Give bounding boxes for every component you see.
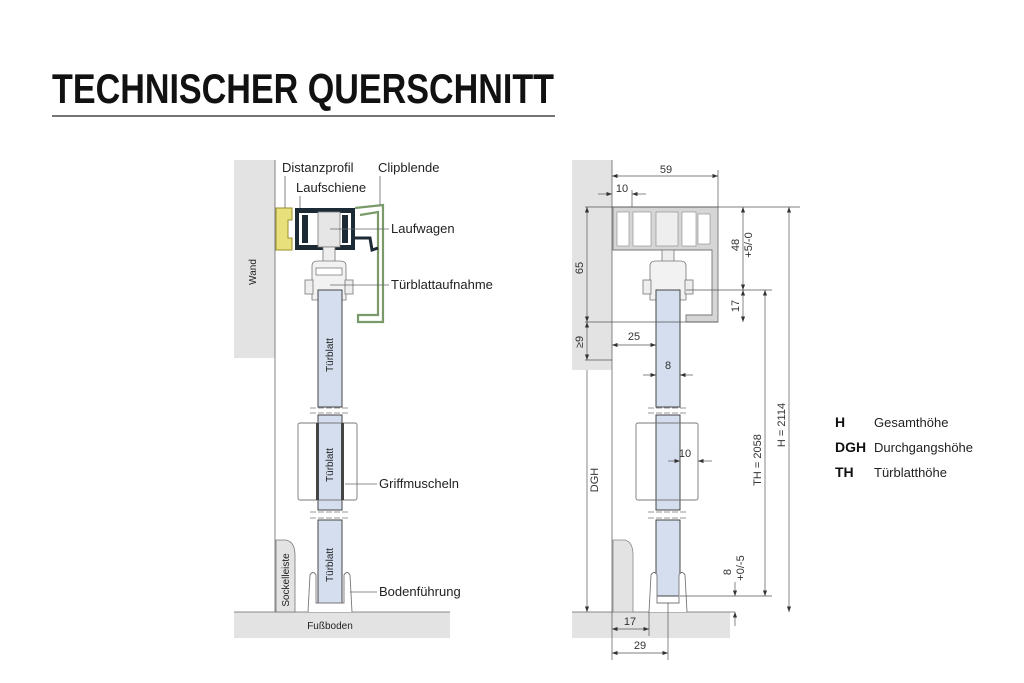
skirting-label: Sockelleiste — [281, 553, 292, 607]
label-griffmuscheln: Griffmuscheln — [379, 476, 459, 491]
skirting-board — [612, 539, 634, 613]
dim-65: 65 — [574, 262, 586, 274]
right-diagram: 59 10 65 ≥9 25 8 48 +5/-0 17 10 DGH TH =… — [572, 160, 800, 660]
dim-8-bottom: 8 — [722, 569, 734, 575]
legend-text-h: Gesamthöhe — [874, 415, 948, 430]
dim-29: 29 — [634, 640, 646, 652]
dim-8-tolerance: +0/-5 — [735, 555, 747, 580]
dim-48: 48 — [730, 239, 742, 251]
wall-label: Wand — [248, 259, 259, 285]
legend-abbr-dgh: DGH — [835, 439, 866, 455]
legend-abbr-h: H — [835, 414, 845, 430]
dim-10-handle: 10 — [679, 448, 691, 460]
spacer-profile — [275, 207, 293, 251]
legend-abbr-th: TH — [835, 464, 854, 480]
door-leaf-label-1: Türblatt — [325, 338, 336, 372]
carriage — [317, 211, 341, 248]
label-tuerblattaufnahme: Türblattaufnahme — [391, 277, 493, 292]
door-leaf-label-2: Türblatt — [325, 448, 336, 482]
legend-text-th: Türblatthöhe — [874, 465, 947, 480]
door-leaf-label-3: Türblatt — [325, 548, 336, 582]
dim-10-top: 10 — [616, 183, 628, 195]
label-clipblende: Clipblende — [378, 160, 439, 175]
handle-recess — [297, 422, 358, 501]
dim-dgh: DGH — [589, 468, 601, 493]
dim-min9: ≥9 — [574, 336, 586, 348]
wall — [572, 160, 612, 370]
page-title: TECHNISCHER QUERSCHNITT — [52, 65, 554, 112]
skirting-board — [275, 539, 296, 613]
dim-17-right: 17 — [730, 300, 742, 312]
legend: H Gesamthöhe DGH Durchgangshöhe TH Türbl… — [835, 414, 973, 480]
dim-17-bottom: 17 — [624, 616, 636, 628]
legend-text-dgh: Durchgangshöhe — [874, 440, 973, 455]
wall — [234, 160, 275, 358]
clip-cover — [354, 203, 385, 324]
dim-25: 25 — [628, 331, 640, 343]
dim-8-door: 8 — [665, 360, 671, 372]
floor — [234, 612, 450, 638]
dim-h: H = 2114 — [776, 403, 788, 447]
door-leaf — [648, 289, 688, 597]
dim-th: TH = 2058 — [752, 434, 764, 486]
label-distanzprofil: Distanzprofil — [282, 160, 354, 175]
left-diagram: Wand Fußboden Sockelleiste — [234, 160, 493, 638]
floor — [572, 612, 730, 638]
dim-48-tolerance: +5/-0 — [743, 232, 755, 257]
door-leaf — [310, 289, 350, 604]
label-bodenfuehrung: Bodenführung — [379, 584, 461, 599]
dimension-lines — [584, 170, 800, 660]
floor-guide — [307, 572, 353, 613]
label-laufwagen: Laufwagen — [391, 221, 455, 236]
label-laufschiene: Laufschiene — [296, 180, 366, 195]
dim-59: 59 — [660, 164, 672, 176]
floor-label: Fußboden — [307, 621, 353, 632]
